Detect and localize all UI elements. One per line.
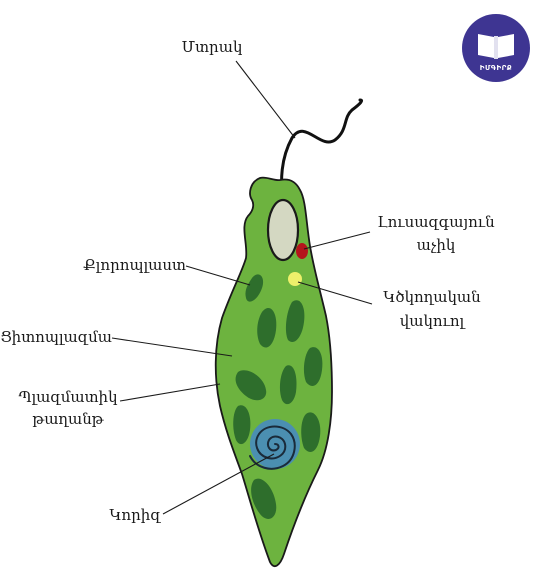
- label-chloroplast: Քլորոպլաստ: [83, 256, 186, 274]
- leader-eyespot: [303, 231, 371, 250]
- contractile-vacuole: [288, 272, 302, 286]
- chloroplast: [279, 365, 297, 405]
- label-contractile-vacuole: Կծկողական: [383, 288, 481, 306]
- chloroplast: [301, 412, 321, 452]
- leader-flagellum: [235, 60, 296, 139]
- reservoir: [266, 198, 300, 262]
- logo-text: ԻՄԳԻՐՔ: [480, 64, 512, 72]
- chloroplast: [251, 478, 277, 519]
- eyespot: [296, 243, 308, 259]
- nucleus-spiral: [249, 425, 296, 470]
- cell-body: [214, 176, 333, 568]
- nucleus: [249, 419, 300, 470]
- chloroplasts: [233, 274, 323, 519]
- label-cytoplasm: Ցիտոպլազմա: [0, 328, 112, 346]
- label-eyespot: աչիկ: [417, 236, 456, 254]
- leader-vacuole: [297, 281, 373, 305]
- chloroplast: [235, 370, 267, 401]
- chloroplast: [233, 405, 251, 445]
- leader-chloroplast: [185, 265, 251, 286]
- chloroplast: [285, 300, 305, 342]
- chloroplast: [257, 308, 277, 348]
- label-eyespot: Լուսազգայուն: [377, 213, 495, 231]
- flagellum: [280, 98, 364, 206]
- leader-nucleus: [162, 453, 275, 515]
- label-contractile-vacuole: վակուոլ: [400, 312, 466, 330]
- leader-cytoplasm: [111, 337, 233, 357]
- label-nucleus: Կորիզ: [109, 506, 161, 524]
- chloroplast: [245, 274, 264, 302]
- label-flagellum: Մտրակ: [182, 38, 243, 56]
- label-membrane: Պլազմատիկ: [18, 388, 117, 406]
- chloroplast: [303, 347, 323, 386]
- leader-membrane: [119, 383, 221, 402]
- open-book-icon: [478, 34, 514, 59]
- logo-badge[interactable]: ԻՄԳԻՐՔ: [462, 14, 530, 82]
- label-membrane: թաղանթ: [32, 410, 104, 428]
